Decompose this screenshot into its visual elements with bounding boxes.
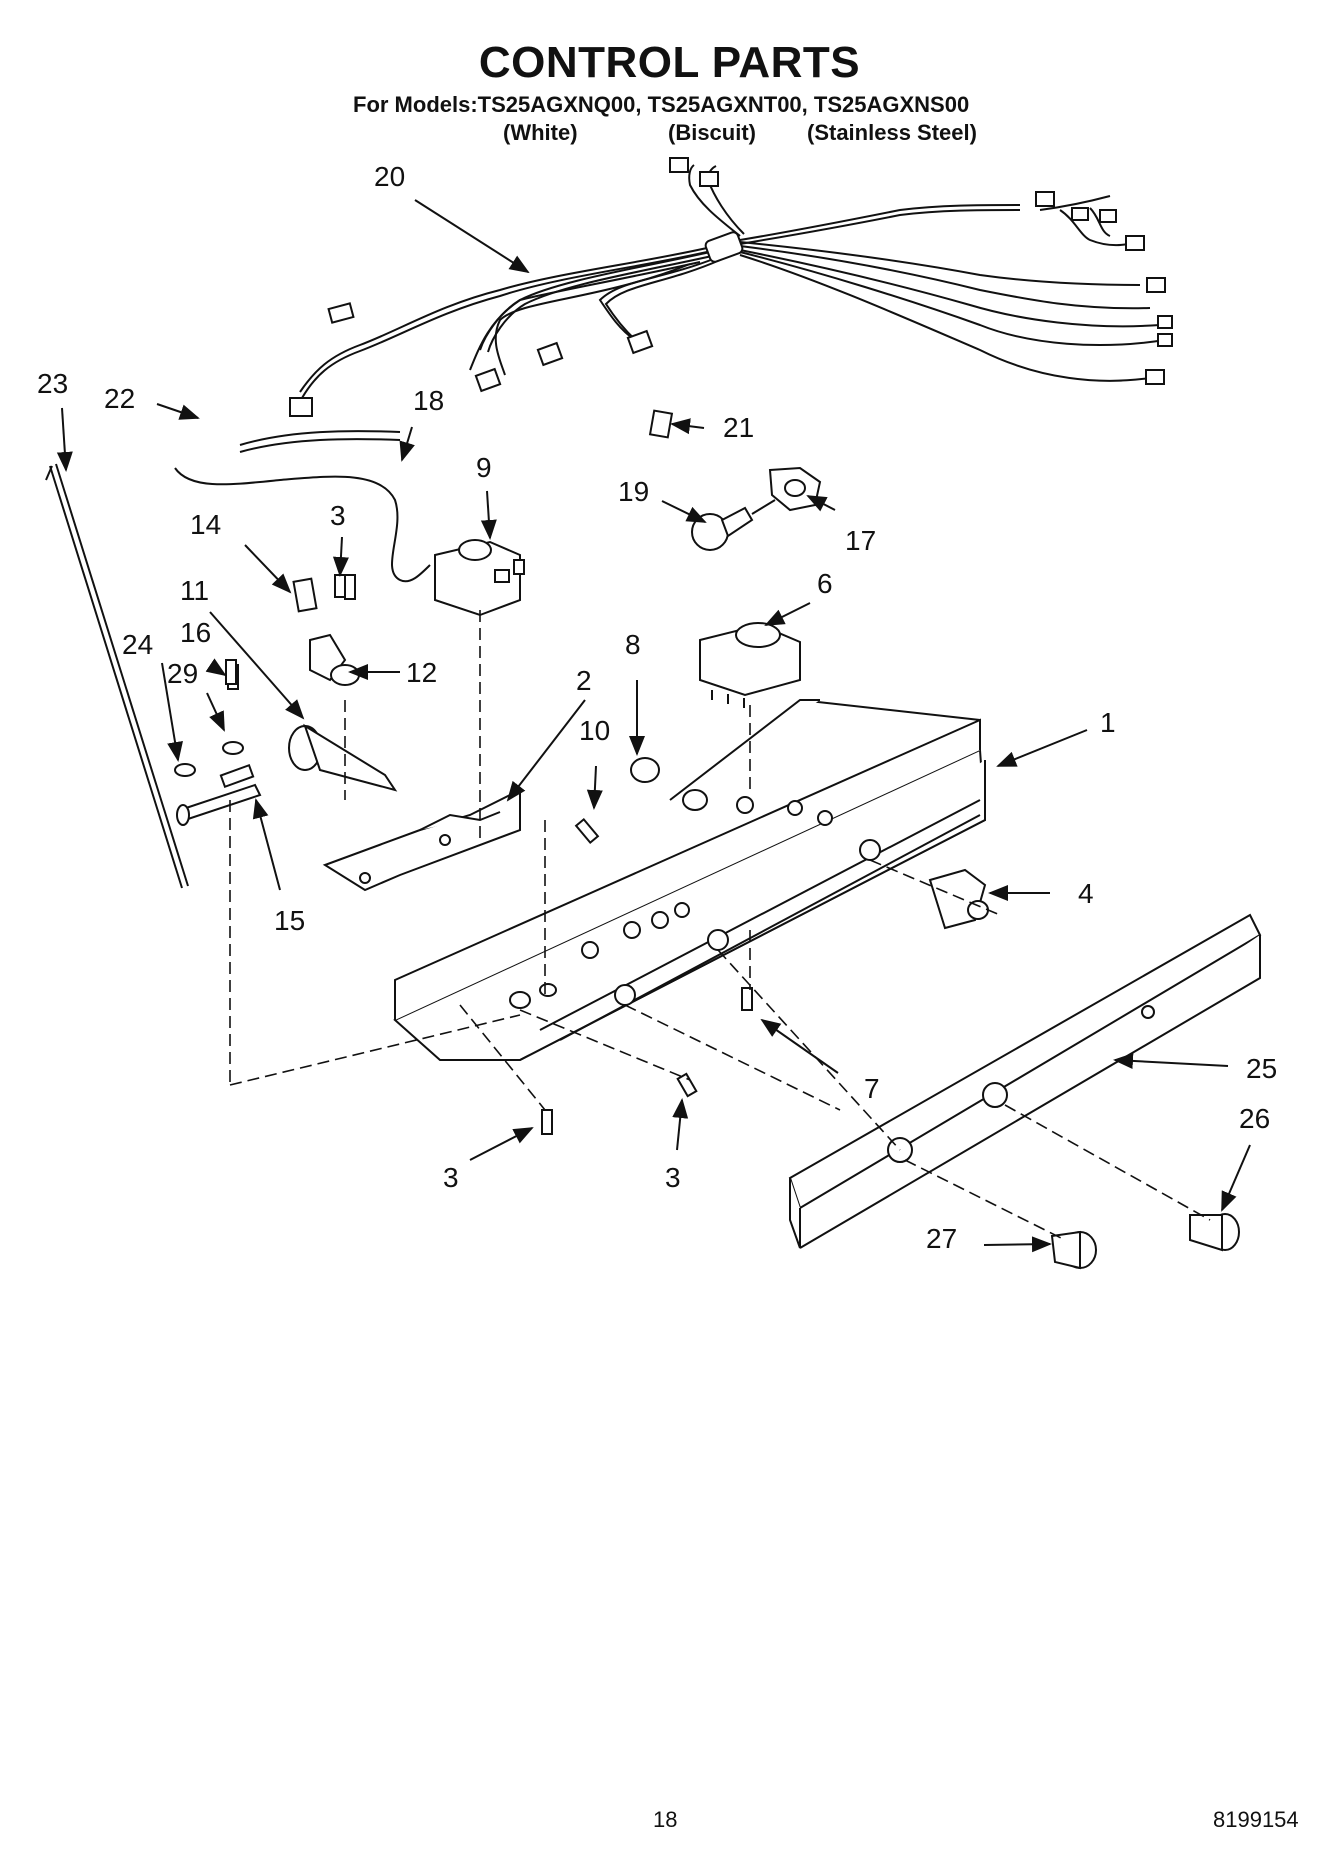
callout-11: 11 bbox=[180, 575, 209, 606]
callout-25: 25 bbox=[1246, 1053, 1277, 1084]
callout-23: 23 bbox=[37, 368, 68, 399]
callout-26: 26 bbox=[1239, 1103, 1270, 1134]
switch-part bbox=[928, 868, 989, 930]
callout-3-lower-left: 3 bbox=[443, 1162, 459, 1193]
callout-29: 29 bbox=[167, 658, 198, 689]
callout-1: 1 bbox=[1100, 707, 1116, 738]
control-housing bbox=[393, 699, 987, 1061]
callout-7: 7 bbox=[864, 1073, 880, 1104]
callout-17: 17 bbox=[845, 525, 876, 556]
callout-14: 14 bbox=[190, 509, 221, 540]
callout-21: 21 bbox=[723, 412, 754, 443]
wire-harness bbox=[299, 164, 1166, 399]
temperature-control bbox=[434, 539, 525, 617]
callout-2: 2 bbox=[576, 665, 592, 696]
callout-4: 4 bbox=[1078, 878, 1094, 909]
callout-3-lower-right: 3 bbox=[665, 1162, 681, 1193]
capillary-tubing bbox=[174, 430, 431, 583]
callout-arrows bbox=[56, 199, 1251, 1253]
callout-12: 12 bbox=[406, 657, 437, 688]
document-number: 8199154 bbox=[1213, 1807, 1299, 1832]
callout-3-upper: 3 bbox=[330, 500, 346, 531]
rod bbox=[45, 463, 189, 889]
callout-24: 24 bbox=[122, 629, 153, 660]
callout-10: 10 bbox=[579, 715, 610, 746]
defrost-timer bbox=[699, 622, 801, 708]
callout-8: 8 bbox=[625, 629, 641, 660]
model-list: For Models:TS25AGXNQ00, TS25AGXNT00, TS2… bbox=[353, 92, 970, 117]
page-title: CONTROL PARTS bbox=[478, 38, 861, 87]
variant-white-label: (White) bbox=[503, 120, 578, 145]
variant-biscuit-label: (Biscuit) bbox=[668, 120, 756, 145]
control-shaft bbox=[174, 574, 398, 826]
callout-19: 19 bbox=[618, 476, 649, 507]
callout-6: 6 bbox=[817, 568, 833, 599]
page-number: 18 bbox=[653, 1807, 678, 1832]
callout-20: 20 bbox=[374, 161, 405, 192]
callout-16: 16 bbox=[180, 617, 211, 648]
callout-27: 27 bbox=[926, 1223, 957, 1254]
callout-labels: 20 23 22 18 21 19 17 9 3 14 11 16 29 24 … bbox=[37, 161, 1277, 1254]
knobs-and-screws bbox=[225, 574, 1240, 1270]
reference-lines bbox=[229, 610, 1211, 1241]
mounting-bracket bbox=[322, 788, 521, 892]
callout-22: 22 bbox=[104, 383, 135, 414]
front-panel bbox=[788, 913, 1262, 1249]
callout-15: 15 bbox=[274, 905, 305, 936]
harness-connectors bbox=[289, 157, 1173, 417]
callout-18: 18 bbox=[413, 385, 444, 416]
callout-9: 9 bbox=[476, 452, 492, 483]
variant-stainless-label: (Stainless Steel) bbox=[807, 120, 977, 145]
